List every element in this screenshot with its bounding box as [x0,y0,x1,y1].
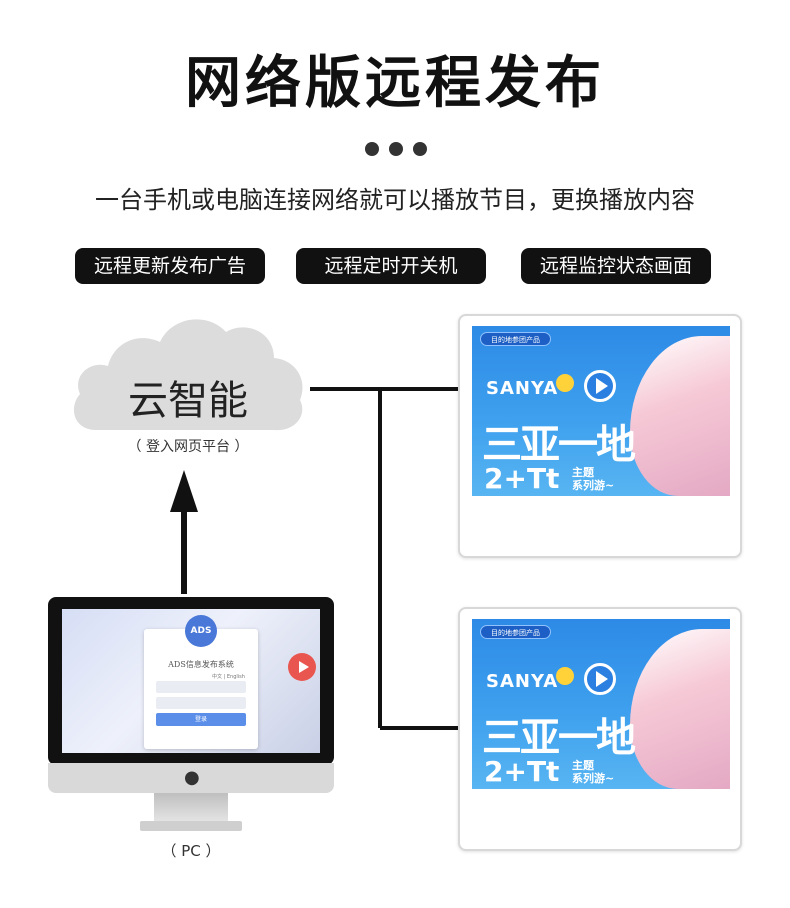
pc-display: ADS ADS信息发布系统 中文 | English 登录 [62,609,320,753]
language-switch[interactable]: 中文 | English [212,674,245,680]
theme-text: 主题 系列游~ [572,466,614,492]
sun-icon [556,374,574,392]
cloud-label: 云智能 [128,378,248,424]
feature-remote-publish: 远程更新发布广告 [75,248,265,284]
panel-screen: 目的地参团产品 SANYA 三亚一地 2+Tt 主题 系列游~ [472,326,730,496]
theme-line-1: 主题 [572,759,594,772]
pc-monitor: ADS ADS信息发布系统 中文 | English 登录 ● [48,597,334,837]
play-icon [288,653,316,681]
display-panel: 目的地参团产品 SANYA 三亚一地 2+Tt 主题 系列游~ [458,314,742,558]
dot [389,142,403,156]
pc-label: （ PC ） [161,842,221,860]
cloud-note: （ 登入网页平台 ） [127,439,249,455]
headline: 三亚一地 [482,715,636,761]
wave-graphic [630,336,730,496]
feature-remote-monitor: 远程监控状态画面 [521,248,711,284]
feature-scheduled-power: 远程定时开关机 [296,248,486,284]
subtitle: 一台手机或电脑连接网络就可以播放节目，更换播放内容 [95,186,695,214]
dot [365,142,379,156]
pc-chin [48,763,334,793]
section-dots [365,142,427,156]
theme-line-2: 系列游~ [572,772,615,785]
pc-base [140,821,242,831]
pc-screen: ADS ADS信息发布系统 中文 | English 登录 [48,597,334,765]
wave-graphic [630,629,730,789]
password-field[interactable] [156,697,246,709]
product-tag: 目的地参团产品 [480,332,551,346]
login-button[interactable]: 登录 [156,713,246,726]
brand-text: SANYA [486,378,559,399]
theme-text: 主题 系列游~ [572,759,614,785]
version-text: 2+Tt [484,462,560,495]
page-title: 网络版远程发布 [185,50,605,116]
sun-icon [556,667,574,685]
theme-line-2: 系列游~ [572,479,615,492]
display-panel: 目的地参团产品 SANYA 三亚一地 2+Tt 主题 系列游~ [458,607,742,851]
play-icon [584,663,616,695]
dot [413,142,427,156]
product-tag: 目的地参团产品 [480,625,551,639]
play-icon [584,370,616,402]
cloud-icon [73,319,303,431]
username-field[interactable] [156,681,246,693]
theme-line-1: 主题 [572,466,594,479]
headline: 三亚一地 [482,422,636,468]
apple-logo-icon: ● [184,767,200,788]
panel-screen: 目的地参团产品 SANYA 三亚一地 2+Tt 主题 系列游~ [472,619,730,789]
ads-logo: ADS [185,615,217,647]
brand-text: SANYA [486,671,559,692]
login-title: ADS信息发布系统 [168,660,234,669]
pc-stand [154,793,228,821]
version-text: 2+Tt [484,755,560,788]
